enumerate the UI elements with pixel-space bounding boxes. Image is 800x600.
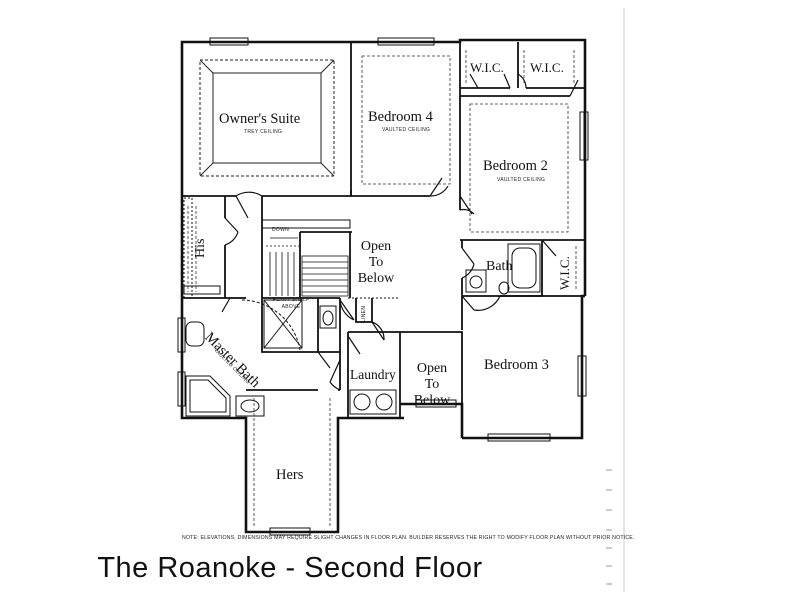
room-bath-label: Bath	[486, 259, 513, 274]
ceiling-dashes	[361, 55, 569, 233]
closet-shelves	[187, 50, 577, 526]
page-edge-ticks	[606, 469, 612, 585]
plant-shelf-line2: ABOVE	[281, 304, 301, 310]
open-to-below-2-line3: Below	[413, 393, 451, 408]
room-hers-label: Hers	[276, 467, 304, 483]
room-wic2-label: W.I.C.	[530, 60, 564, 75]
open-to-below-1-line3: Below	[357, 271, 395, 286]
bath-fixtures	[185, 243, 541, 417]
linen-label: LINEN	[361, 305, 367, 322]
room-wic3-label: W.I.C.	[557, 256, 572, 290]
owners-suite-ceiling-note: TREY CEILING	[244, 129, 283, 135]
disclaimer-note: NOTE: ELEVATIONS, DIMENSIONS MAY REQUIRE…	[182, 535, 635, 541]
open-to-below-2-line2: To	[424, 377, 440, 392]
room-bedroom3-label: Bedroom 3	[484, 357, 549, 373]
room-laundry-label: Laundry	[350, 367, 396, 382]
open-to-below-2-line1: Open	[416, 361, 448, 376]
rails	[261, 219, 400, 299]
open-to-below-1-line2: To	[368, 255, 384, 270]
interior-walls	[182, 42, 585, 418]
room-bedroom4-label: Bedroom 4	[368, 109, 433, 125]
stairs	[266, 237, 349, 297]
stairs-down-label: DOWN	[272, 227, 290, 233]
bedroom2-ceiling-note: VAULTED CEILING	[497, 177, 546, 183]
plant-shelf-line1: PLANT SHELF	[272, 297, 310, 303]
room-wic1-label: W.I.C.	[470, 60, 504, 75]
misc-details	[183, 197, 221, 299]
bedroom4-ceiling-note: VAULTED CEILING	[382, 127, 431, 133]
open-to-below-1-line1: Open	[360, 239, 392, 254]
room-his-label: His	[193, 238, 208, 258]
doors	[221, 73, 579, 391]
room-bedroom2-label: Bedroom 2	[483, 158, 548, 174]
room-owners-suite-label: Owner's Suite	[219, 111, 301, 127]
windows	[177, 37, 589, 536]
trey-ceiling	[199, 59, 335, 177]
plan-title: The Roanoke - Second Floor	[97, 552, 483, 584]
